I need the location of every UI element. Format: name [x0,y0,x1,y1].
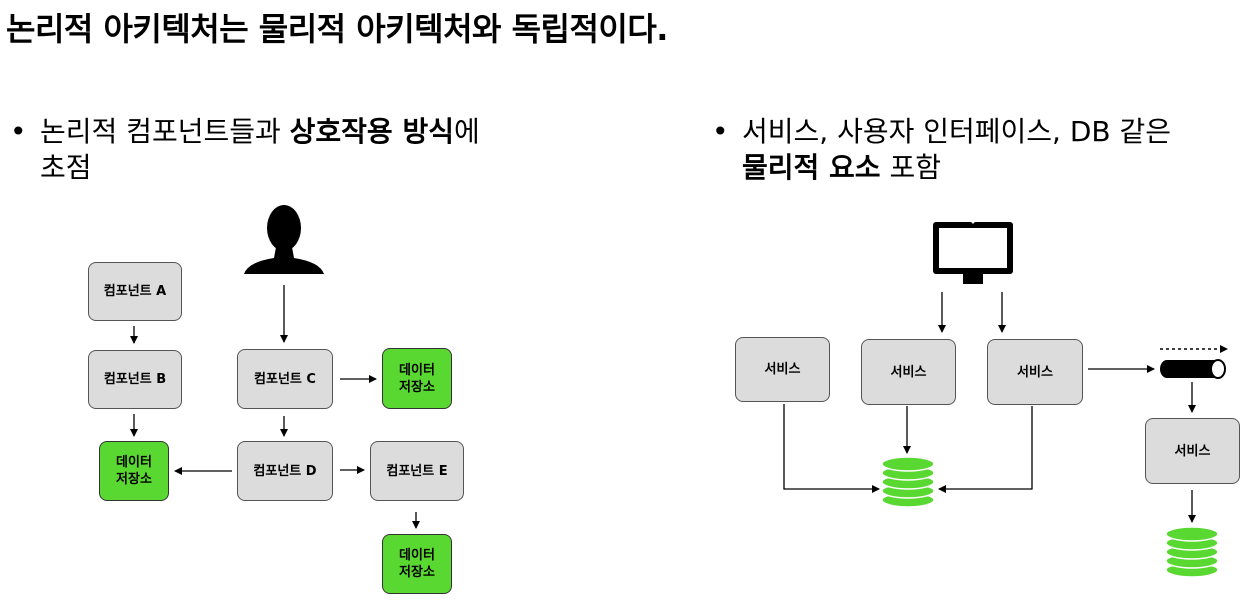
user-silhouette-icon [244,205,324,274]
service-box-2: 서비스 [861,339,956,405]
data-store-label-1: 데이터 [116,455,152,470]
service-box-4: 서비스 [1145,418,1240,484]
service-box-1: 서비스 [735,337,830,402]
database-icon [881,456,935,508]
data-store-label-2: 저장소 [399,379,435,395]
data-store-label-1: 데이터 [399,548,435,563]
data-store-label-1: 데이터 [399,362,435,378]
component-a-box: 컴포넌트 A [88,262,182,321]
left-bullet-emphasis: 상호작용 방식 [289,115,454,148]
bullet-dot: • [712,115,729,148]
left-bullet-text-3: 초점 [40,151,92,184]
component-b-box: 컴포넌트 B [88,350,182,409]
left-bullet-text-1: 논리적 컴포넌트들과 [40,115,290,148]
left-bullet-text-2: 에 [453,115,480,148]
left-bullet: • 논리적 컴포넌트들과 상호작용 방식에 초점 [10,114,480,186]
service-label: 서비스 [890,364,927,380]
right-bullet-text-1: 서비스, 사용자 인터페이스, DB 같은 [742,115,1172,148]
service-label: 서비스 [1017,364,1053,380]
database-icon [1165,526,1219,578]
component-e-box: 컴포넌트 E [370,441,464,501]
right-bullet: • 서비스, 사용자 인터페이스, DB 같은 물리적 요소 포함 [712,114,1172,186]
data-store-label-2: 저장소 [116,472,152,487]
message-queue-icon [1160,359,1226,379]
arrow-service-1-to-db [783,404,880,493]
monitor-icon [933,220,1013,284]
data-store-label-2: 저장소 [399,565,435,580]
queue-flow-arrowhead [1220,345,1228,353]
right-bullet-emphasis: 물리적 요소 [742,151,881,184]
service-box-3: 서비스 [987,339,1083,405]
component-d-box: 컴포넌트 D [237,441,333,501]
bullet-dot: • [10,115,27,148]
service-label: 서비스 [764,362,801,377]
right-bullet-text-2: 포함 [880,151,941,184]
service-label: 서비스 [1174,443,1211,459]
page-title: 논리적 아키텍처는 물리적 아키텍처와 독립적이다. [6,10,668,48]
component-c-box: 컴포넌트 C [237,349,333,409]
arrow-service-3-to-db [938,406,1033,493]
